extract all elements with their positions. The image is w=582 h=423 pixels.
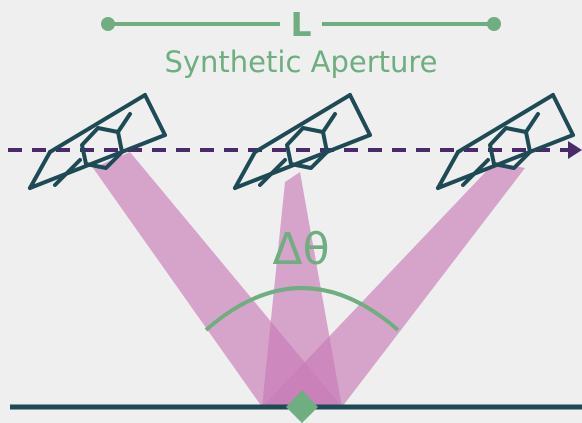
diamond-target-icon [286, 390, 318, 423]
aperture-label: Synthetic Aperture [164, 45, 437, 79]
satellite-icon [28, 93, 167, 190]
flight-path-arrow-icon [568, 141, 582, 159]
length-endpoint-left [101, 17, 115, 31]
aperture-length-indicator [101, 17, 501, 31]
satellite-icon [436, 93, 575, 190]
angle-arc [204, 286, 400, 332]
satellite-icon [233, 93, 372, 190]
length-endpoint-right [487, 17, 501, 31]
length-symbol: L [290, 5, 311, 44]
beam-right [262, 162, 525, 407]
angle-label: Δθ [272, 224, 329, 275]
